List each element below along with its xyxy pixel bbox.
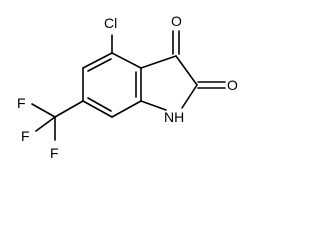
bond-c3a-c3 <box>140 55 177 69</box>
structure-diagram: Cl O O NH F F F <box>17 13 238 161</box>
bond-c3-c2 <box>175 55 198 86</box>
atom-label-chlorine: Cl <box>104 15 117 31</box>
bond-n1-c7a <box>140 100 167 111</box>
atom-label-fluorine-bottom: F <box>21 128 30 144</box>
substituent-bonds <box>31 34 113 141</box>
pyrrolidinedione-ring <box>140 55 198 111</box>
bond-c4-c5-inner <box>87 58 112 72</box>
bond-c4-c5 <box>82 52 113 69</box>
bond-c6-c7-inner <box>87 97 112 112</box>
bond-cf3-f-left <box>31 103 56 118</box>
bond-c7-c7a <box>111 100 142 118</box>
bond-c6-cf3 <box>54 100 84 118</box>
atom-label-oxygen-3: O <box>171 13 182 29</box>
bond-cf3-f-bottom <box>35 116 56 132</box>
atom-label-fluorine-top: F <box>50 145 59 161</box>
carbonyl-bonds <box>172 30 226 89</box>
bond-c3a-c4 <box>111 52 142 69</box>
atom-labels: Cl O O NH F F F <box>17 13 238 161</box>
benzene-ring <box>82 52 142 118</box>
atom-label-fluorine-left: F <box>17 95 26 111</box>
bond-c2-n1 <box>181 84 198 109</box>
bond-c6-c7 <box>82 100 113 118</box>
atom-label-oxygen-2: O <box>227 77 238 93</box>
atom-label-nitrogen-h: NH <box>164 109 184 125</box>
